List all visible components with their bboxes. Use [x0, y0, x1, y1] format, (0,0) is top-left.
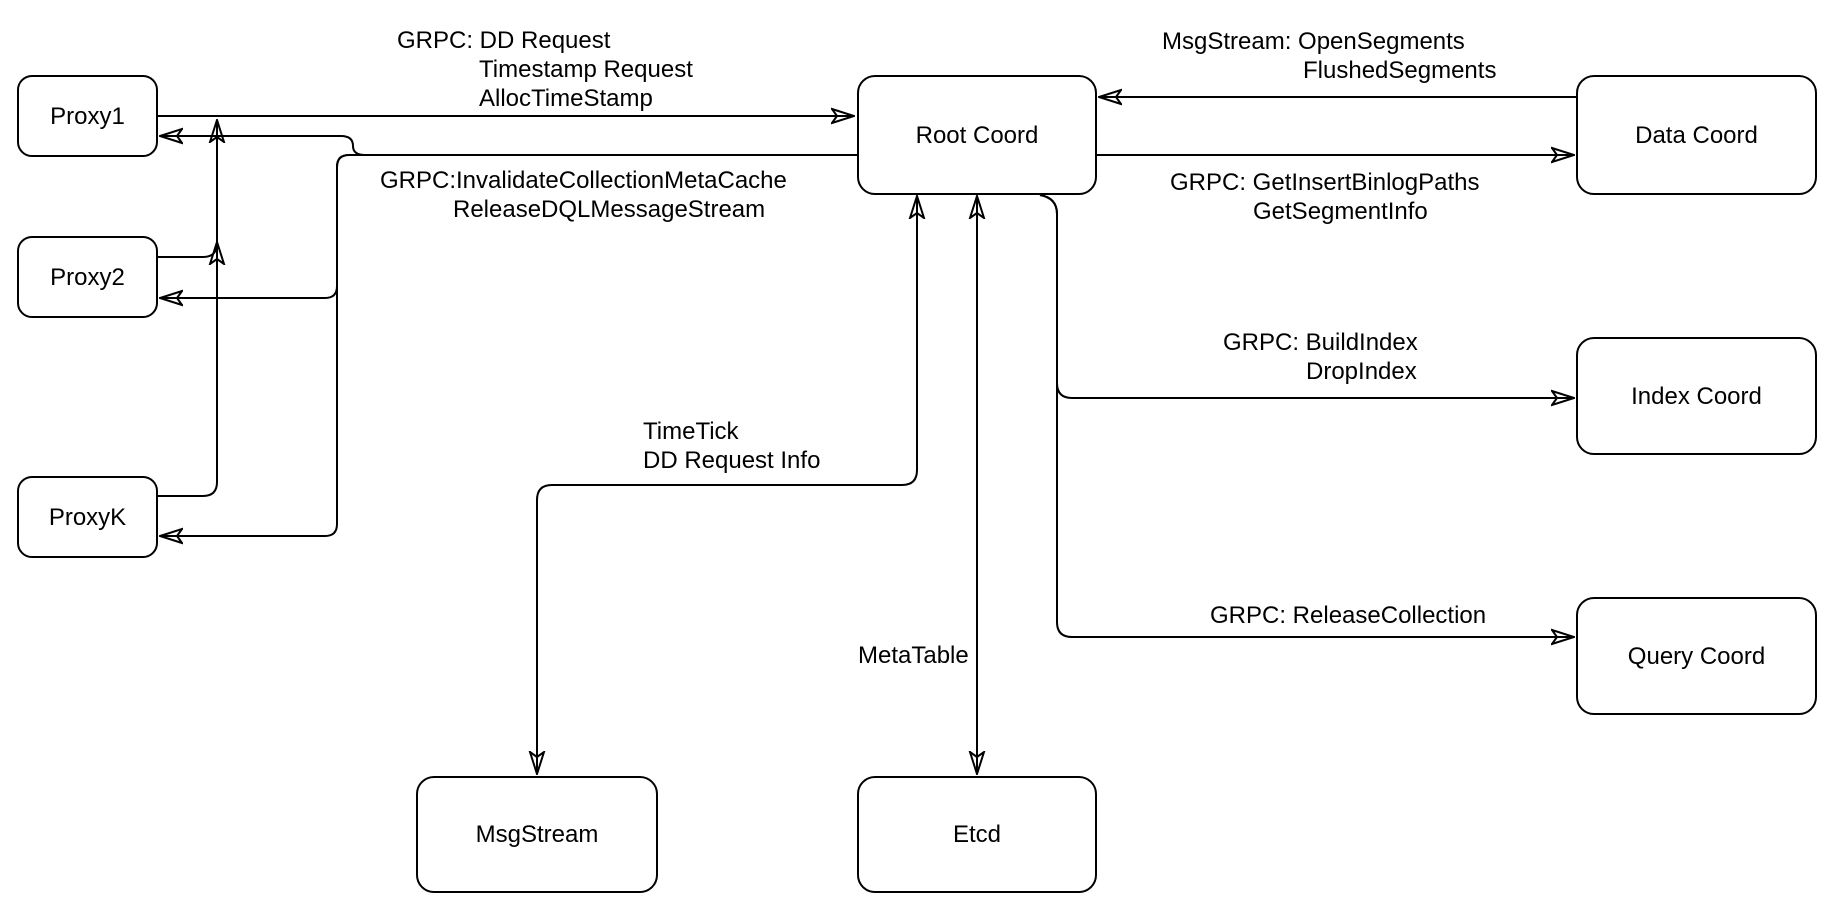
node-root-coord: Root Coord [857, 75, 1097, 195]
edge-label-line: GRPC: GetInsertBinlogPaths [1170, 169, 1480, 196]
edge-label-data-to-root: MsgStream: OpenSegments FlushedSegments [1162, 27, 1496, 85]
edge-label-proxies-to-root: GRPC: DD Request Timestamp Request Alloc… [397, 26, 693, 113]
node-proxy1: Proxy1 [17, 75, 158, 157]
node-etcd-label: Etcd [952, 821, 1002, 848]
edge-label-line: AllocTimeStamp [479, 85, 653, 112]
edge-label-line: GRPC: BuildIndex [1223, 329, 1418, 356]
node-proxyk: ProxyK [17, 476, 158, 558]
node-query-coord: Query Coord [1576, 597, 1817, 715]
edge-label-line: GRPC: ReleaseCollection [1210, 602, 1487, 629]
edge-label-line: MsgStream: OpenSegments [1162, 28, 1465, 55]
edge-proxyk-up-trunk [158, 121, 217, 497]
edge-label-line: ReleaseDQLMessageStream [453, 196, 766, 223]
edge-label-root-to-etcd: MetaTable [858, 641, 969, 670]
edge-label-line: Timestamp Request [479, 56, 693, 83]
edge-label-root-to-data: GRPC: GetInsertBinlogPaths GetSegmentInf… [1170, 168, 1479, 226]
node-proxy2-label: Proxy2 [50, 263, 125, 291]
edge-root-coord-msgstream [537, 197, 917, 773]
node-etcd: Etcd [857, 776, 1097, 893]
edge-label-line: GetSegmentInfo [1253, 198, 1428, 225]
edge-label-line: TimeTick [643, 418, 739, 445]
edge-label-root-to-query: GRPC: ReleaseCollection [1210, 601, 1486, 630]
edge-root-coord-to-query-coord [1039, 194, 1573, 637]
node-msgstream-label: MsgStream [475, 821, 599, 848]
node-data-coord-label: Data Coord [1635, 121, 1758, 149]
node-proxyk-label: ProxyK [48, 503, 127, 531]
edge-proxy2-to-trunk [158, 243, 217, 257]
edge-label-line: GRPC: DD Request [397, 27, 611, 54]
node-root-coord-label: Root Coord [915, 121, 1039, 149]
edge-label-root-to-msgstream: TimeTick DD Request Info [643, 417, 820, 475]
node-query-coord-label: Query Coord [1627, 642, 1766, 670]
edge-label-root-to-proxies: GRPC:InvalidateCollectionMetaCache Relea… [380, 166, 787, 224]
edge-label-line: DD Request Info [643, 447, 821, 474]
node-index-coord-label: Index Coord [1631, 382, 1762, 410]
edge-label-line: FlushedSegments [1303, 57, 1497, 84]
edge-label-line: MetaTable [858, 642, 969, 669]
edge-root-coord-to-proxyk [161, 154, 857, 536]
edge-label-root-to-index: GRPC: BuildIndex DropIndex [1223, 328, 1418, 386]
edge-label-line: DropIndex [1306, 358, 1417, 385]
node-msgstream: MsgStream [416, 776, 658, 893]
node-data-coord: Data Coord [1576, 75, 1817, 195]
edge-label-line: GRPC:InvalidateCollectionMetaCache [380, 167, 787, 194]
edge-root-coord-to-proxy1 [161, 136, 857, 156]
node-proxy2: Proxy2 [17, 236, 158, 318]
node-index-coord: Index Coord [1576, 337, 1817, 455]
node-proxy1-label: Proxy1 [50, 102, 125, 130]
